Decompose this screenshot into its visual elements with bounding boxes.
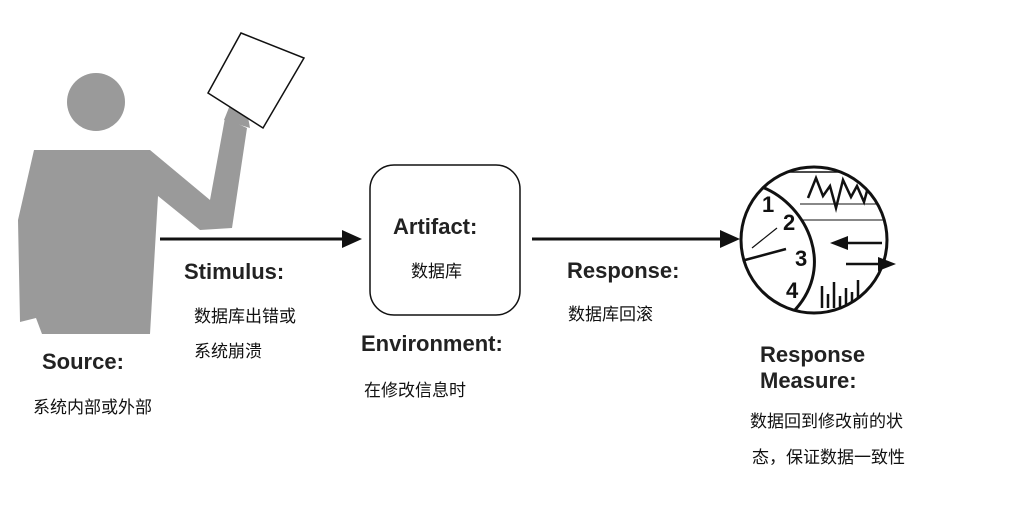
person-head: [67, 73, 125, 131]
left-arrow-icon: [830, 236, 882, 250]
environment-label: Environment:: [361, 331, 503, 356]
artifact-description: 数据库: [411, 262, 462, 282]
response-label: Response:: [567, 258, 680, 283]
source-person-figure: [18, 73, 250, 334]
response-measure-description-line-1: 数据回到修改前的状: [750, 412, 903, 432]
response-measure-dial: 1 2 3 4: [739, 165, 896, 315]
stimulus-arrow: [160, 230, 362, 248]
right-arrow-icon: [846, 257, 896, 271]
dial-number-1: 1: [762, 192, 774, 217]
gauge-needle: [744, 247, 787, 262]
stimulus-description-line-1: 数据库出错或: [194, 307, 296, 327]
response-arrow: [532, 230, 740, 248]
artifact-label: Artifact:: [393, 214, 478, 239]
source-label: Source:: [42, 349, 124, 374]
stimulus-label: Stimulus:: [184, 259, 285, 284]
response-measure-description-line-2: 态，保证数据一致性: [752, 448, 905, 468]
stimulus-description-line-2: 系统崩溃: [194, 342, 262, 362]
dial-number-3: 3: [795, 246, 807, 271]
response-measure-label-line-1: Response: [760, 342, 866, 367]
paper-icon: [207, 32, 306, 130]
person-body: [18, 118, 247, 334]
source-description: 系统内部或外部: [33, 398, 152, 418]
environment-description: 在修改信息时: [364, 381, 466, 401]
response-description: 数据库回滚: [568, 305, 653, 325]
response-measure-label-line-2: Measure:: [760, 368, 857, 393]
artifact-box: [369, 164, 521, 316]
dial-number-4: 4: [786, 278, 799, 303]
dial-number-2: 2: [783, 210, 795, 235]
